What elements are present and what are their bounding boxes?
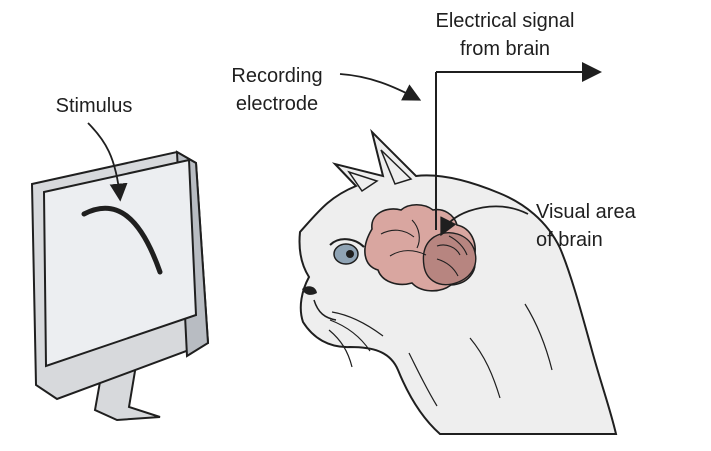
cat-whisker-2 (329, 319, 371, 352)
brain-fold-3 (411, 219, 420, 249)
visual-area-label-line-2: of brain (536, 229, 603, 251)
recording-pointer (339, 73, 422, 101)
cat-pupil (346, 250, 354, 258)
brain-fold-4 (436, 244, 461, 256)
brain-fold-5 (436, 258, 459, 277)
cat-head (298, 128, 618, 435)
recording-electrode-label-line-2: electrode (235, 93, 319, 115)
signal-label-line-1: Electrical signal (435, 10, 575, 32)
cat-whisker-3 (328, 329, 353, 368)
cat-fur-2 (469, 337, 501, 399)
stimulus-pointer (87, 122, 128, 202)
signal-path (87, 62, 602, 237)
brain-fold-1 (380, 229, 415, 238)
cat-nose (302, 286, 317, 295)
recording-electrode-label-line-1: Recording (231, 65, 323, 87)
cat-whisker-1 (331, 311, 384, 337)
brain-visual-area (422, 232, 477, 286)
brain-fold-2 (389, 250, 427, 257)
stimulus-line (81, 205, 163, 275)
visual-area-pointer (440, 205, 529, 237)
cat-fur-3 (524, 303, 553, 371)
brain-fold-6 (448, 235, 468, 256)
cat-ear-inner-left (347, 170, 379, 193)
monitor-screen (42, 158, 198, 368)
stimulus-label: Stimulus (55, 95, 133, 117)
cat-eyelid (329, 238, 365, 248)
cat-fur-1 (408, 352, 438, 407)
cat-mouth (313, 299, 337, 321)
cat-ear-inner-right (380, 149, 413, 185)
visual-area-label-line-1: Visual area (536, 201, 636, 223)
signal-label-line-2: from brain (459, 38, 551, 60)
monitor (30, 150, 210, 422)
